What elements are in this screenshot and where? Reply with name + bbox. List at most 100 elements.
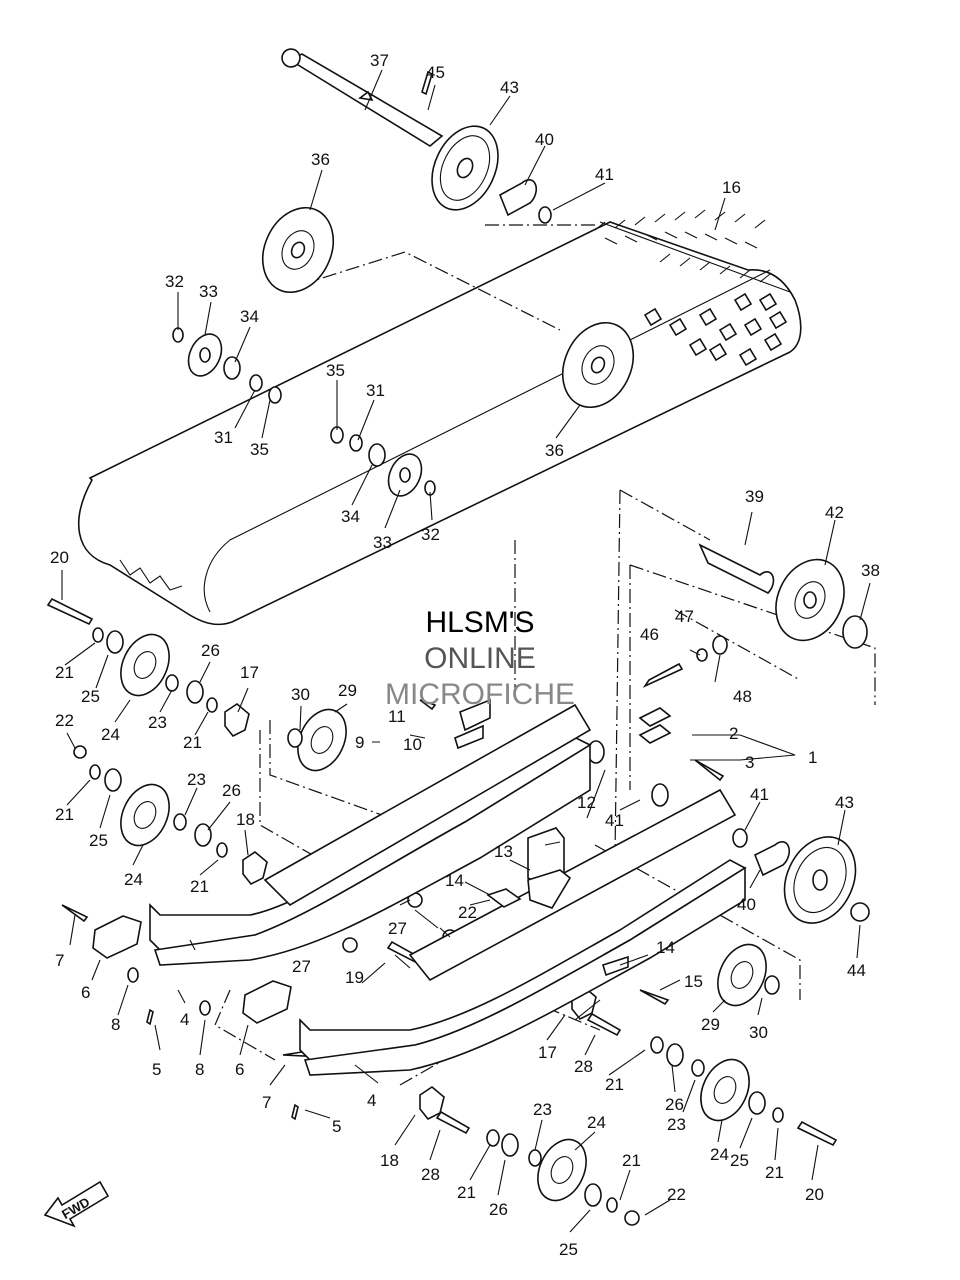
callout-32a: 32 xyxy=(165,272,184,291)
callout-17b: 17 xyxy=(538,1043,557,1062)
callout-26c: 26 xyxy=(665,1095,684,1114)
callout-24a: 24 xyxy=(101,725,120,744)
callout-6a: 6 xyxy=(81,983,90,1002)
leader-lines xyxy=(61,69,871,1233)
callout-8b: 8 xyxy=(195,1060,204,1079)
rear-axle-shaft xyxy=(281,48,444,147)
callout-33a: 33 xyxy=(199,282,218,301)
callout-4b: 4 xyxy=(367,1091,376,1110)
callout-41b: 41 xyxy=(605,811,624,830)
callout-29a: 29 xyxy=(338,681,357,700)
callout-21f: 21 xyxy=(765,1163,784,1182)
callout-4a: 4 xyxy=(180,1010,189,1029)
callout-24c: 24 xyxy=(587,1113,606,1132)
callout-27b: 27 xyxy=(388,919,407,938)
callout-32b: 32 xyxy=(421,525,440,544)
callout-24b: 24 xyxy=(124,870,143,889)
callout-22a: 22 xyxy=(55,711,74,730)
callout-46: 46 xyxy=(640,625,659,644)
callout-13: 13 xyxy=(494,842,513,861)
track-cleats xyxy=(594,209,788,367)
callout-21h: 21 xyxy=(622,1151,641,1170)
callout-21g: 21 xyxy=(457,1183,476,1202)
callout-19: 19 xyxy=(345,968,364,987)
callout-41c: 41 xyxy=(750,785,769,804)
callout-21d: 21 xyxy=(190,877,209,896)
callout-21a: 21 xyxy=(55,663,74,682)
callout-40b: 40 xyxy=(737,895,756,914)
slide-caps xyxy=(92,915,292,1024)
callout-26b: 26 xyxy=(222,781,241,800)
callout-31b: 31 xyxy=(366,381,385,400)
callout-47: 47 xyxy=(675,607,694,626)
callout-30a: 30 xyxy=(291,685,310,704)
callout-3: 3 xyxy=(745,753,754,772)
callout-43a: 43 xyxy=(500,78,519,97)
watermark-line-1: HLSM'S xyxy=(425,606,534,639)
callout-2: 2 xyxy=(729,724,738,743)
callout-23c: 23 xyxy=(667,1115,686,1134)
callout-39: 39 xyxy=(745,487,764,506)
callout-7b: 7 xyxy=(262,1093,271,1112)
callout-29b: 29 xyxy=(701,1015,720,1034)
callout-12: 12 xyxy=(577,793,596,812)
callout-15: 15 xyxy=(684,972,703,991)
callout-35a: 35 xyxy=(326,361,345,380)
callout-6b: 6 xyxy=(235,1060,244,1079)
callout-16: 16 xyxy=(722,178,741,197)
callout-23a: 23 xyxy=(148,713,167,732)
fwd-arrow-badge: FWD xyxy=(43,1180,110,1228)
callout-30b: 30 xyxy=(749,1023,768,1042)
callout-36b: 36 xyxy=(545,441,564,460)
watermark-line-3: MICROFICHE xyxy=(385,678,575,711)
bushings-and-washers xyxy=(73,179,870,1226)
callout-36a: 36 xyxy=(311,150,330,169)
callout-22b: 22 xyxy=(458,903,477,922)
callout-28b: 28 xyxy=(421,1165,440,1184)
callout-26a: 26 xyxy=(201,641,220,660)
callout-34a: 34 xyxy=(240,307,259,326)
wheels xyxy=(120,125,857,1202)
callout-37: 37 xyxy=(370,51,389,70)
callout-8a: 8 xyxy=(111,1015,120,1034)
callout-27a: 27 xyxy=(292,957,311,976)
callout-33b: 33 xyxy=(373,533,392,552)
callout-34b: 34 xyxy=(341,507,360,526)
callout-5b: 5 xyxy=(332,1117,341,1136)
suspension-arms xyxy=(263,698,737,982)
callout-24d: 24 xyxy=(710,1145,729,1164)
callout-25d: 25 xyxy=(559,1240,578,1259)
callout-41a: 41 xyxy=(595,165,614,184)
callout-labels: 1 2 3 4 4 5 5 6 6 7 7 8 8 9 10 11 12 13 … xyxy=(50,51,880,1259)
callout-48: 48 xyxy=(733,687,752,706)
callout-44: 44 xyxy=(847,961,866,980)
track-belt xyxy=(78,221,802,626)
callout-20a: 20 xyxy=(50,548,69,567)
callout-25a: 25 xyxy=(81,687,100,706)
callout-25b: 25 xyxy=(89,831,108,850)
callout-26d: 26 xyxy=(489,1200,508,1219)
callout-35b: 35 xyxy=(250,440,269,459)
callout-5a: 5 xyxy=(152,1060,161,1079)
watermark-line-2: ONLINE xyxy=(424,642,536,675)
callout-14b: 14 xyxy=(656,938,675,957)
callout-1: 1 xyxy=(808,748,817,767)
callout-25c: 25 xyxy=(730,1151,749,1170)
callout-23b: 23 xyxy=(187,770,206,789)
callout-18a: 18 xyxy=(236,810,255,829)
callout-23d: 23 xyxy=(533,1100,552,1119)
callout-42: 42 xyxy=(825,503,844,522)
callout-21c: 21 xyxy=(55,805,74,824)
watermark: HLSM'S ONLINE MICROFICHE xyxy=(385,606,575,711)
callout-18b: 18 xyxy=(380,1151,399,1170)
callout-14a: 14 xyxy=(445,871,464,890)
callout-38: 38 xyxy=(861,561,880,580)
callout-28a: 28 xyxy=(574,1057,593,1076)
callout-17a: 17 xyxy=(240,663,259,682)
callout-9: 9 xyxy=(355,733,364,752)
bolts xyxy=(46,597,838,1147)
callout-21e: 21 xyxy=(605,1075,624,1094)
callout-7a: 7 xyxy=(55,951,64,970)
callout-21b: 21 xyxy=(183,733,202,752)
